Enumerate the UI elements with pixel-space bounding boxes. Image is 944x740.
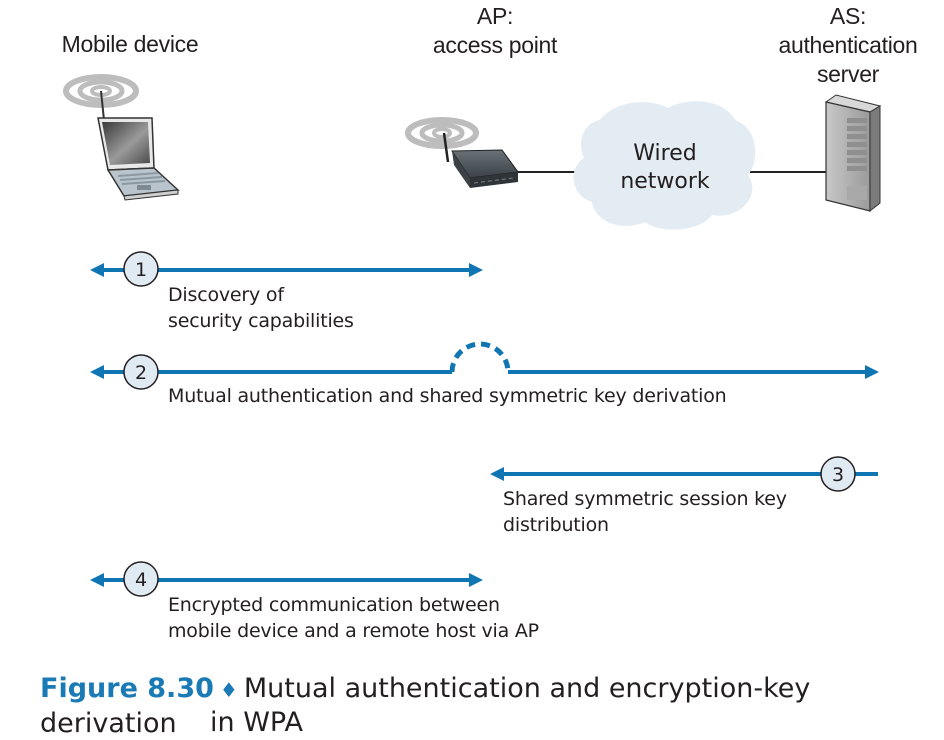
step-1-description: Discovery of security capabilities (168, 282, 354, 334)
step-1-text-line2: security capabilities (168, 310, 354, 332)
step-1-arrow (90, 263, 483, 277)
ap-label: AP: access point (390, 2, 600, 60)
step-3-badge: 3 (820, 456, 856, 492)
as-label-line3: server (816, 61, 880, 87)
wired-network-line1: Wired (633, 141, 697, 166)
step-1-number: 1 (135, 259, 147, 281)
step-3-text-line2: distribution (503, 514, 609, 536)
step-4-arrow (90, 573, 483, 587)
as-label: AS: authentication server (748, 2, 944, 89)
mobile-device-label: Mobile device (61, 31, 199, 57)
step-4-badge: 4 (123, 561, 159, 597)
step-2-number: 2 (135, 362, 147, 384)
step-1-text-line1: Discovery of (168, 284, 284, 306)
step-3-description: Shared symmetric session key distributio… (503, 486, 787, 538)
server-icon (824, 94, 882, 213)
step-3-arrow (490, 467, 878, 481)
figure-number: Figure 8.30 (40, 673, 214, 704)
wired-network-cloud (573, 101, 756, 230)
ap-label-line1: AP: (476, 3, 514, 29)
caption-text-line1: Mutual authentication and encryption-key… (40, 673, 811, 739)
step-2-arrow (90, 341, 879, 379)
step-2-description: Mutual authentication and shared symmetr… (168, 383, 727, 409)
step-3-number: 3 (832, 464, 844, 486)
ap-label-line2: access point (432, 32, 558, 58)
step-3-text-line1: Shared symmetric session key (503, 488, 787, 510)
ap-passthrough-dash (449, 341, 511, 373)
caption-text-line2: in WPA (210, 707, 303, 738)
as-label-line2: authentication (778, 32, 918, 58)
diamond-separator-icon: ♦ (219, 678, 238, 702)
step-1-badge: 1 (123, 251, 159, 287)
step-4-description: Encrypted communication between mobile d… (168, 592, 539, 644)
wired-network-label: Wired network (605, 140, 725, 196)
step-2-badge: 2 (123, 354, 159, 390)
step-2-text-line1: Mutual authentication and shared symmetr… (168, 385, 727, 407)
step-4-text-line1: Encrypted communication between (168, 594, 500, 616)
step-4-text-line2: mobile device and a remote host via AP (168, 620, 539, 642)
access-point-icon (405, 117, 519, 188)
laptop-icon (63, 74, 180, 201)
figure-caption: Figure 8.30♦Mutual authentication and en… (40, 672, 944, 740)
as-label-line1: AS: (829, 3, 867, 29)
step-4-number: 4 (135, 569, 147, 591)
wireless-signal-icon (405, 117, 479, 149)
wired-network-line2: network (620, 169, 710, 194)
